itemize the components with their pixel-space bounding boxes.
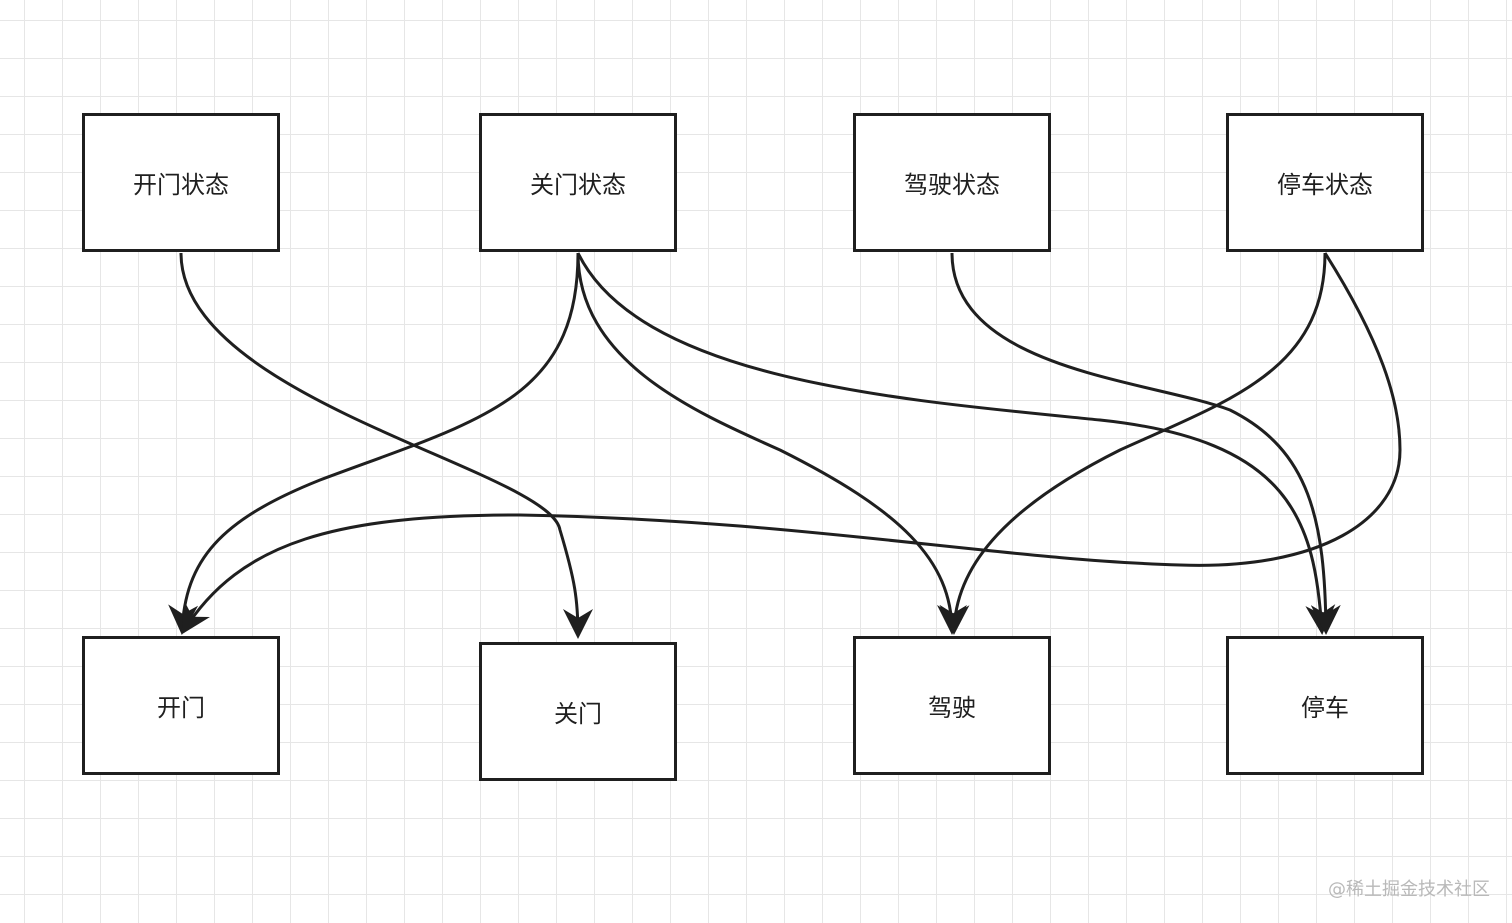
state-node-close[interactable]: 关门状态 — [479, 113, 677, 252]
edge-close-state-to-open — [168, 252, 580, 635]
state-node-drive[interactable]: 驾驶状态 — [853, 113, 1051, 252]
state-node-open-label: 开门状态 — [133, 171, 229, 199]
state-node-stop[interactable]: 停车状态 — [1226, 113, 1424, 252]
action-node-open[interactable]: 开门 — [82, 636, 280, 775]
action-node-drive-label: 驾驶 — [928, 694, 976, 722]
state-node-close-label: 关门状态 — [530, 171, 626, 199]
state-node-drive-label: 驾驶状态 — [904, 171, 1000, 199]
edge-stop-state-to-drive — [939, 252, 1327, 635]
action-node-stop[interactable]: 停车 — [1226, 636, 1424, 775]
action-node-open-label: 开门 — [157, 694, 205, 722]
action-node-close-label: 关门 — [554, 700, 602, 728]
state-node-open[interactable]: 开门状态 — [82, 113, 280, 252]
state-node-stop-label: 停车状态 — [1277, 171, 1373, 199]
edge-open-state-to-close — [179, 252, 593, 639]
watermark-text: @稀土掘金技术社区 — [1328, 879, 1490, 900]
action-node-stop-label: 停车 — [1301, 694, 1349, 722]
edge-close-state-to-stop — [576, 252, 1336, 635]
edge-close-state-to-drive — [576, 252, 967, 635]
edge-stop-state-to-open — [181, 252, 1402, 635]
action-node-drive[interactable]: 驾驶 — [853, 636, 1051, 775]
action-node-close[interactable]: 关门 — [479, 642, 677, 781]
